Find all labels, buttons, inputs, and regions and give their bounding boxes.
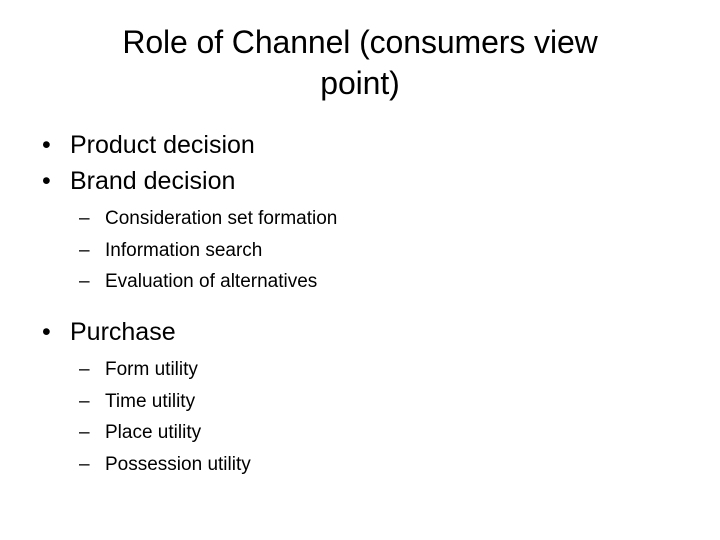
bullet-dot-icon: •: [42, 317, 51, 346]
bullet-dash-icon: –: [79, 239, 90, 261]
list-item-label: Purchase: [70, 317, 176, 346]
list-item-label: Time utility: [105, 390, 196, 412]
list-item-label: Place utility: [105, 422, 202, 444]
list-item: – Possession utility: [0, 449, 720, 481]
list-item-label: Form utility: [105, 359, 198, 381]
list-item: • Purchase: [0, 315, 720, 351]
list-item: • Brand decision: [0, 164, 720, 200]
bullet-dash-icon: –: [79, 453, 90, 475]
list-item-label: Brand decision: [70, 166, 236, 195]
list-item: – Evaluation of alternatives: [0, 266, 720, 298]
bullet-dash-icon: –: [79, 271, 90, 293]
page-title-line-1: Role of Channel (consumers view: [122, 24, 598, 60]
bullet-dash-icon: –: [79, 390, 90, 412]
list-item: – Consideration set formation: [0, 203, 720, 235]
slide-body: • Product decision • Brand decision – Co…: [0, 128, 720, 480]
bullet-dot-icon: •: [42, 166, 51, 195]
list-item-label: Possession utility: [105, 453, 251, 475]
list-item-label: Information search: [105, 239, 263, 261]
list-spacer: [0, 298, 720, 315]
list-item-label: Evaluation of alternatives: [105, 271, 318, 293]
list-item-label: Product decision: [70, 131, 255, 159]
list-item-label: Consideration set formation: [105, 208, 338, 229]
list-item: – Place utility: [0, 417, 720, 449]
bullet-dash-icon: –: [79, 359, 90, 381]
list-item: – Information search: [0, 235, 720, 267]
bullet-dot-icon: •: [42, 131, 51, 159]
list-item: – Form utility: [0, 354, 720, 386]
bullet-dash-icon: –: [79, 422, 90, 444]
bullet-dash-icon: –: [79, 208, 90, 229]
page-title-line-2: point): [320, 64, 400, 101]
list-item: – Time utility: [0, 386, 720, 418]
list-item: • Product decision: [0, 128, 720, 164]
bullet-list: • Product decision • Brand decision – Co…: [0, 128, 720, 480]
page-title: Role of Channel (consumers view point): [36, 22, 684, 104]
